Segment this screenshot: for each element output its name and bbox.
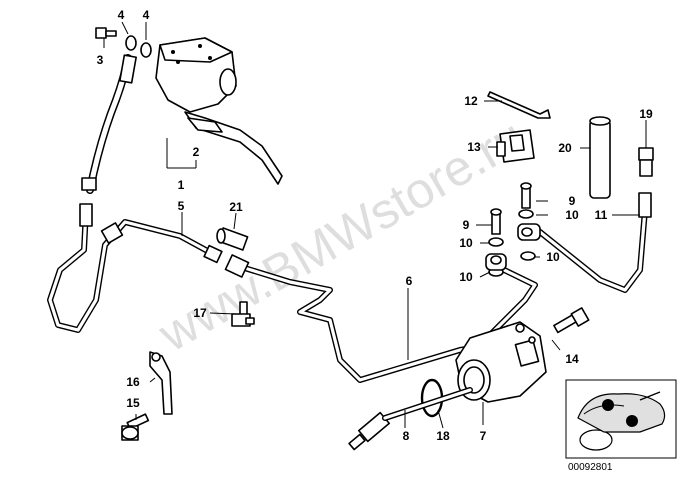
brake-hose-left [81,54,137,194]
master-cylinder-bore [219,68,237,96]
motorcycle-icon [577,391,666,451]
hose-banjo-fitting [119,54,137,84]
hose-fitting-upper [81,177,97,191]
location-marker-2 [626,415,638,427]
pipe11-fitting [638,192,652,218]
callout-17: 17 [193,306,207,320]
location-inset [565,379,677,459]
callout-18: 18 [436,429,450,443]
callout-20: 20 [558,141,572,155]
brake-line-connection [487,263,538,338]
callout-9a: 9 [569,194,576,208]
callout-5: 5 [178,199,185,213]
adapter-fitting-21 [216,227,249,251]
pipe5-end-nut [203,244,223,264]
sleeve-tube-20 [589,116,611,199]
callout-13: 13 [467,140,481,154]
bolt-9-lower [490,208,502,235]
leader-lines [103,21,647,429]
bolt-9-upper [520,182,532,209]
callout-16: 16 [126,375,140,389]
callout-10c: 10 [546,250,560,264]
callout-7: 7 [480,429,487,443]
pipe5-nut [100,222,124,244]
cable-tie-12 [487,91,551,119]
washer-10d [520,251,536,261]
callout-10b: 10 [459,236,473,250]
callout-2: 2 [193,145,200,159]
washer-4b [140,42,152,58]
callout-10a: 10 [565,208,579,222]
lever-pivot [187,117,223,133]
brake-line-6 [224,254,493,383]
callout-4a: 4 [118,8,125,22]
bolt-head [95,27,107,39]
fitting-19 [638,147,654,177]
callout-12: 12 [464,94,478,108]
washer-10a [518,209,534,219]
washer-4a [125,35,137,51]
callout-19: 19 [639,107,653,121]
callout-14: 14 [565,352,579,366]
callout-8: 8 [403,429,410,443]
location-marker-1 [602,399,614,411]
push-rod-8 [348,387,473,451]
clutch-slave-cylinder-7 [455,321,547,403]
banjo-bolt-3 [95,27,117,39]
callout-4b: 4 [143,8,150,22]
clip-holder-13 [496,129,535,163]
callout-3: 3 [97,53,104,67]
bracket-16 [149,351,173,415]
callout-11: 11 [595,208,608,222]
callout-15: 15 [126,396,140,410]
washer-10b [488,237,504,247]
bleeder-valve-17 [231,301,255,327]
brake-line-5 [47,203,223,333]
bolt-15 [121,413,150,441]
callout-21: 21 [229,200,243,214]
reference-number: 00092801 [568,462,613,473]
callout-1: 1 [178,178,185,192]
banjo-fitting-lower [485,253,507,271]
bolt-14 [553,307,590,334]
pipe5-fitting-top [79,203,93,227]
banjo-fitting-upper [517,223,541,241]
callout-labels: 1 2 3 4 4 5 6 7 8 9 9 10 10 10 10 11 12 … [97,8,653,443]
pipe6-end-nut [224,254,250,278]
brake-master-cylinder [155,37,283,185]
brake-line-11 [537,192,652,293]
callout-10d: 10 [459,270,473,284]
callout-6: 6 [406,274,413,288]
callout-9b: 9 [463,218,470,232]
reservoir-cap [159,37,233,63]
